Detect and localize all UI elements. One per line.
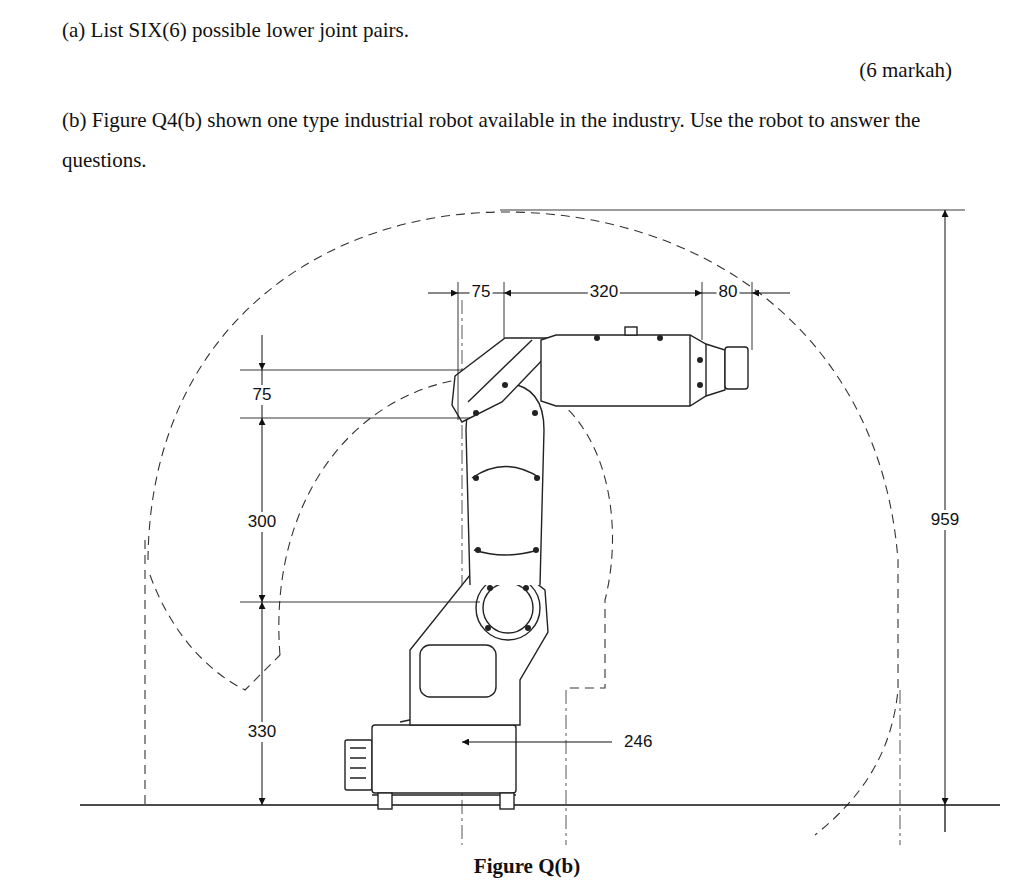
dimension-line xyxy=(752,293,790,294)
dimension-line xyxy=(262,210,945,805)
robot-body xyxy=(483,583,533,633)
joint-dot xyxy=(697,357,703,363)
robot-body xyxy=(690,335,706,406)
robot-body xyxy=(345,740,372,790)
ground-line xyxy=(80,805,1000,832)
dimension-value: 330 xyxy=(246,722,278,742)
work-envelope xyxy=(148,212,898,835)
figure-caption: Figure Q(b) xyxy=(474,853,580,879)
robot-body xyxy=(410,569,548,725)
work-envelope xyxy=(150,575,280,690)
joint-dot xyxy=(475,547,481,553)
robot-body xyxy=(476,576,540,640)
work-envelope xyxy=(145,212,898,835)
marks-note: (6 markah) xyxy=(859,56,952,84)
robot-body xyxy=(500,793,514,809)
joint-dot xyxy=(473,410,479,416)
dimension-value: 246 xyxy=(622,732,654,752)
dimension-value: 959 xyxy=(929,510,961,530)
extension-line xyxy=(752,282,753,350)
robot-body xyxy=(420,645,496,697)
extension-line xyxy=(240,602,480,603)
joint-dot xyxy=(697,382,703,388)
ground-line xyxy=(80,804,1000,805)
joint-dot xyxy=(533,547,539,553)
ground-line xyxy=(944,805,945,832)
question-text: (a) List SIX(6) possible lower joint pai… xyxy=(62,16,409,44)
extension-line xyxy=(702,282,703,340)
dimension-value: 320 xyxy=(588,282,620,302)
dimension-value: 300 xyxy=(246,512,278,532)
dimension-line xyxy=(462,742,612,743)
work-envelope xyxy=(144,540,145,805)
joint-dot xyxy=(525,625,531,631)
joint-dot xyxy=(523,585,529,591)
robot-body xyxy=(345,327,748,809)
dimension-line xyxy=(262,418,263,602)
dimension-line xyxy=(945,210,946,805)
joint-dot xyxy=(532,410,538,416)
robot-body xyxy=(452,338,550,422)
joint-dot xyxy=(502,382,508,388)
dimension-line xyxy=(262,335,263,370)
extension-line xyxy=(500,210,965,211)
extension-line xyxy=(458,282,459,420)
robot-body xyxy=(372,725,516,793)
joint-dot xyxy=(487,585,493,591)
question-text: (b) Figure Q4(b) shown one type industri… xyxy=(62,100,962,180)
extension-line xyxy=(240,418,470,419)
robot-body xyxy=(725,347,748,389)
joint-dot xyxy=(534,475,540,481)
joint-dot xyxy=(485,625,491,631)
center-line xyxy=(566,690,567,845)
extension-line xyxy=(240,210,965,602)
dimension-line xyxy=(428,293,458,294)
center-line xyxy=(462,300,900,845)
robot-body xyxy=(378,793,392,809)
dimension-line xyxy=(262,602,263,805)
joint-dot xyxy=(473,475,479,481)
joint-dot xyxy=(594,335,600,341)
extension-line xyxy=(504,282,505,338)
center-line xyxy=(900,690,901,845)
dimension-value: 80 xyxy=(717,282,740,302)
robot-body xyxy=(541,335,725,406)
joint-dot xyxy=(473,335,703,631)
work-envelope xyxy=(545,392,613,688)
robot-body xyxy=(474,550,538,555)
dimension-value: 75 xyxy=(251,385,274,405)
robot-body xyxy=(466,383,544,585)
dimension-value: 75 xyxy=(470,282,493,302)
extension-line xyxy=(240,370,462,371)
robot-body xyxy=(468,340,532,402)
robot-body xyxy=(372,794,516,795)
robot-body xyxy=(625,327,637,335)
joint-dot xyxy=(657,335,663,341)
robot-body xyxy=(472,467,540,479)
robot-body xyxy=(350,748,366,778)
